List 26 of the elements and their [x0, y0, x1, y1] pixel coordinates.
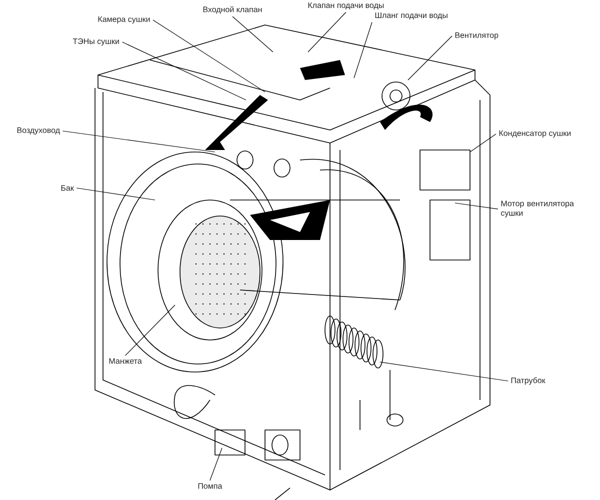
callout-label: Манжета — [109, 358, 142, 364]
callout-label: Патрубок — [511, 377, 546, 385]
leader-line — [210, 448, 222, 481]
leader-line — [308, 12, 346, 52]
callout-label: Вентилятор — [455, 32, 498, 40]
callout-label: Помпа — [198, 483, 222, 489]
leader-line — [152, 20, 266, 92]
callout-label: Мотор вентилятора сушки — [501, 200, 574, 218]
leader-line — [232, 16, 274, 52]
leader-line — [62, 130, 216, 152]
leader-line — [125, 304, 176, 356]
callout-label: Бак — [61, 185, 74, 191]
leader-line — [122, 42, 246, 100]
callout-label: Конденсатор сушки — [499, 130, 571, 138]
callout-label: Шланг подачи воды — [375, 12, 448, 20]
callout-label: Камера сушки — [98, 16, 150, 24]
leader-line — [354, 22, 372, 78]
callout-label: Входной клапан — [203, 6, 262, 14]
leader-line — [470, 134, 496, 152]
callout-label: ТЭНы сушки — [72, 38, 119, 46]
leader-line — [408, 36, 452, 80]
callout-label: Воздуховод — [17, 127, 60, 135]
callout-label: Клапан подачи воды — [308, 2, 384, 10]
leader-line — [380, 362, 508, 382]
leader-line — [454, 202, 498, 210]
leader-line — [76, 188, 156, 200]
